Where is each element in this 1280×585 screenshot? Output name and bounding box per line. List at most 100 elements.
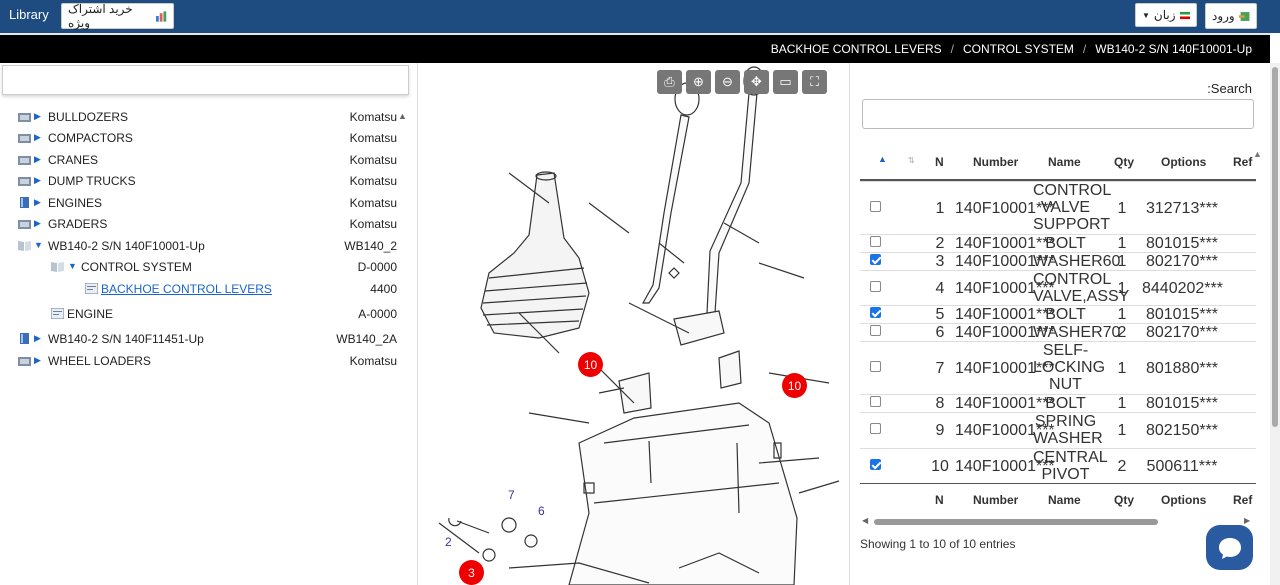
parts-diagram[interactable] (419, 63, 849, 585)
table-row[interactable]: 6 140F10001*** WASHER70 2 802170*** (860, 323, 1256, 341)
tree-item-cranes[interactable]: ▶ CRANES Komatsu (0, 151, 410, 171)
row-checkbox[interactable] (870, 201, 881, 212)
table-row[interactable]: 9 140F10001*** SPRING WASHER 1 802150*** (860, 412, 1256, 448)
chat-bubble-icon (1218, 537, 1241, 559)
breadcrumb-separator: / (950, 42, 954, 56)
tree-item-graders[interactable]: ▶ GRADERS Komatsu (0, 215, 410, 235)
col-header-n[interactable]: N (935, 155, 944, 169)
cell-name: WASHER60 (1033, 253, 1121, 270)
part-number-label[interactable]: 7 (508, 488, 515, 502)
tree-item-engine[interactable]: ENGINE A-0000 (0, 305, 410, 325)
expand-arrow-icon[interactable]: ▶ (34, 132, 41, 142)
tree-item-bulldozers[interactable]: ▶ BULLDOZERS Komatsu (0, 108, 410, 128)
cell-number: 140F10001*** (955, 395, 1055, 412)
tree-item-wb140-2[interactable]: ▼ WB140-2 S/N 140F10001-Up WB140_2 (0, 237, 410, 257)
table-row[interactable]: 8 140F10001*** BOLT 1 801015*** (860, 394, 1256, 412)
col-header-name[interactable]: Name (1048, 155, 1081, 169)
scroll-up-icon[interactable]: ▲ (1253, 149, 1262, 159)
parts-diagram-panel[interactable]: ⎙ ⊕ ⊖ ✥ ▭ ⛶ 10 10 3 7 6 2 (419, 63, 849, 585)
fit-screen-icon: ▭ (779, 74, 792, 89)
expand-arrow-icon[interactable]: ▶ (34, 333, 41, 343)
breadcrumb: BACKHOE CONTROL LEVERS / CONTROL SYSTEM … (0, 33, 1270, 63)
table-row[interactable]: 1 140F10001*** CONTROL VALVE SUPPORT 1 3… (860, 181, 1256, 234)
part-number-label[interactable]: 2 (445, 535, 452, 549)
row-checkbox[interactable] (870, 236, 881, 247)
sort-icon[interactable]: ⇅ (908, 156, 915, 165)
search-input[interactable] (862, 99, 1254, 129)
language-dropdown[interactable]: ▼ زبان (1135, 3, 1197, 27)
scroll-right-icon[interactable]: ▶ (1244, 516, 1251, 525)
cell-n: 6 (935, 324, 945, 341)
tree-item-dump-trucks[interactable]: ▶ DUMP TRUCKS Komatsu (0, 172, 410, 192)
expand-arrow-icon[interactable]: ▶ (34, 111, 41, 121)
fullscreen-button[interactable]: ⛶ (802, 70, 827, 94)
row-checkbox[interactable] (870, 281, 881, 292)
fit-button[interactable]: ▭ (773, 70, 798, 94)
cell-options: 801015*** (1145, 395, 1219, 412)
table-row[interactable]: 2 140F10001*** BOLT 1 801015*** (860, 234, 1256, 252)
breadcrumb-item-levers[interactable]: BACKHOE CONTROL LEVERS (770, 42, 942, 56)
caret-down-icon: ▼ (1142, 10, 1150, 20)
part-number-label[interactable]: 6 (538, 504, 545, 518)
breadcrumb-item-model[interactable]: WB140-2 S/N 140F10001-Up (1095, 42, 1252, 56)
collapse-arrow-icon[interactable]: ▼ (68, 261, 77, 271)
row-checkbox-checked[interactable] (870, 307, 881, 318)
table-row[interactable]: 5 140F10001*** BOLT 1 801015*** (860, 305, 1256, 323)
col-header-number[interactable]: Number (973, 155, 1019, 169)
row-checkbox[interactable] (870, 325, 881, 336)
sort-up-icon[interactable]: ▲ (398, 111, 407, 121)
zoom-out-icon: ⊖ (722, 74, 733, 89)
row-checkbox-checked[interactable] (870, 459, 881, 470)
col-header-ref[interactable]: Ref (1233, 155, 1253, 169)
footer-header-number: Number (973, 493, 1019, 507)
zoom-in-button[interactable]: ⊕ (686, 70, 711, 94)
expand-arrow-icon[interactable]: ▶ (34, 175, 41, 185)
vertical-scrollbar-thumb[interactable] (1272, 67, 1278, 427)
callout-marker[interactable]: 10 (578, 352, 603, 377)
pan-button[interactable]: ✥ (744, 70, 769, 94)
tree-label-link[interactable]: BACKHOE CONTROL LEVERS (101, 282, 272, 296)
tree-label: ENGINE (67, 307, 114, 321)
tree-item-control-system[interactable]: ▼ CONTROL SYSTEM D-0000 (0, 258, 410, 278)
collapse-arrow-icon[interactable]: ▼ (34, 240, 43, 250)
cell-number: 140F10001*** (955, 324, 1055, 341)
subscribe-button[interactable]: خرید اشتراک ویژه (61, 2, 174, 30)
callout-marker[interactable]: 10 (782, 373, 807, 398)
tree-item-compactors[interactable]: ▶ COMPACTORS Komatsu (0, 129, 410, 149)
cell-qty: 1 (1117, 200, 1127, 217)
expand-arrow-icon[interactable]: ▶ (34, 218, 41, 228)
tree-item-backhoe-control-levers[interactable]: BACKHOE CONTROL LEVERS 4400 (0, 280, 410, 300)
library-link[interactable]: Library (9, 7, 49, 22)
cell-qty: 1 (1117, 395, 1127, 412)
expand-arrow-icon[interactable]: ▶ (34, 355, 41, 365)
row-checkbox[interactable] (870, 361, 881, 372)
table-row[interactable]: 3 140F10001*** WASHER60 1 802170*** (860, 252, 1256, 270)
tree-item-wb140-2a[interactable]: ▶ WB140-2 S/N 140F11451-Up WB140_2A (0, 330, 410, 350)
col-header-qty[interactable]: Qty (1114, 155, 1135, 169)
chat-widget-button[interactable] (1206, 525, 1253, 570)
callout-marker[interactable]: 3 (459, 560, 484, 585)
login-button[interactable]: ورود (1205, 3, 1257, 29)
tree-item-engines[interactable]: ▶ ENGINES Komatsu (0, 194, 410, 214)
tree-item-wheel-loaders[interactable]: ▶ WHEEL LOADERS Komatsu (0, 352, 410, 372)
scroll-left-icon[interactable]: ◀ (862, 516, 869, 525)
table-row[interactable]: 10 140F10001*** CENTRAL PIVOT 2 500611**… (860, 448, 1256, 484)
search-label: :Search (1207, 81, 1252, 96)
page-vertical-scrollbar[interactable] (1270, 63, 1280, 585)
breadcrumb-item-control-system[interactable]: CONTROL SYSTEM (963, 42, 1074, 56)
footer-header-options: Options (1161, 493, 1207, 507)
zoom-out-button[interactable]: ⊖ (715, 70, 740, 94)
horizontal-scrollbar-thumb[interactable] (874, 519, 1158, 525)
row-checkbox[interactable] (870, 396, 881, 407)
print-button[interactable]: ⎙ (657, 70, 682, 94)
sort-asc-icon[interactable]: ▲ (878, 154, 887, 164)
table-row[interactable]: 7 140F10001*** SELF-LOCKING NUT 1 801880… (860, 341, 1256, 394)
col-header-options[interactable]: Options (1161, 155, 1207, 169)
top-bar: Library خرید اشتراک ویژه ▼ زبان ورود (0, 0, 1280, 33)
expand-arrow-icon[interactable]: ▶ (34, 154, 41, 164)
document-icon (85, 283, 98, 294)
row-checkbox-checked[interactable] (870, 254, 881, 265)
expand-arrow-icon[interactable]: ▶ (34, 197, 41, 207)
row-checkbox[interactable] (870, 423, 881, 434)
table-row[interactable]: 4 140F10001*** CONTROL VALVE,ASSY 1 8440… (860, 270, 1256, 305)
